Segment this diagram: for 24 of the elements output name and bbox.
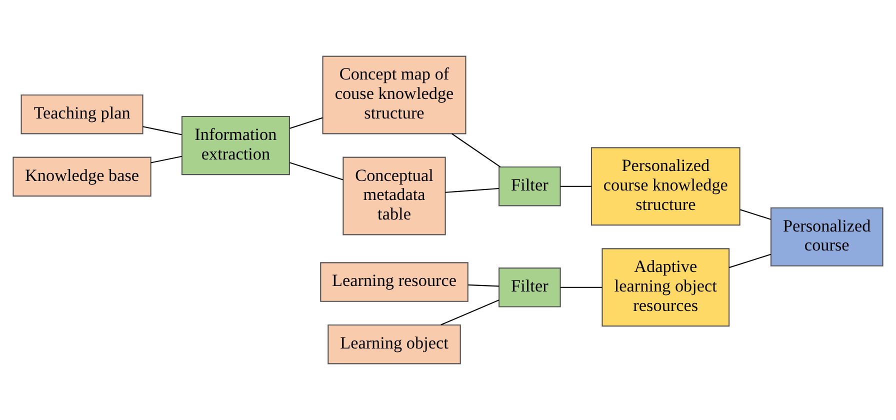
node-box: Personalized course [770,207,884,266]
node-box: Filter [498,166,561,206]
node-box: Teaching plan [20,94,144,134]
connector [560,186,592,187]
connector [728,254,771,268]
node-box: Personalized course knowledge structure [590,147,740,226]
connector [452,133,501,168]
node-box: Information extraction [181,116,290,176]
node-box: Conceptual metadata table [342,156,446,236]
connector [142,126,182,136]
connector [290,117,323,129]
connector [468,284,499,287]
connector [560,286,602,288]
node-box: Learning object [328,324,461,364]
connector [740,209,771,220]
node-box: Learning resource [320,262,468,302]
node-box: Filter [498,268,561,308]
node-box: Adaptive learning object resources [602,248,730,327]
node-box: Concept map of couse knowledge structure [322,56,466,134]
connector [440,300,499,326]
connector [150,156,182,164]
node-box: Knowledge base [12,156,152,197]
connector [290,162,344,180]
connector [445,188,499,193]
